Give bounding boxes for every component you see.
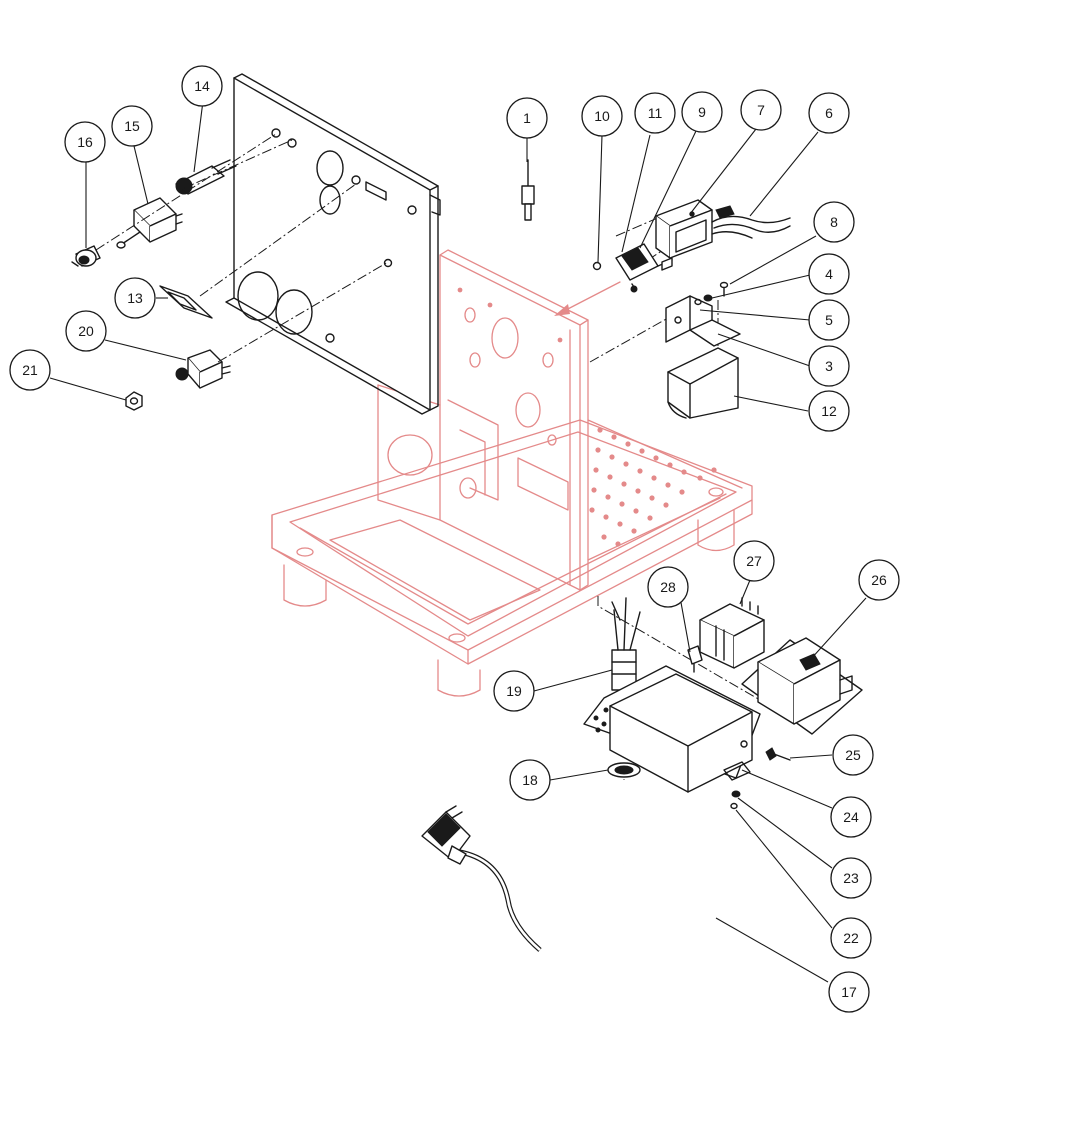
callout-23: 23 [830, 857, 872, 899]
part-cable-gland-19 [611, 597, 641, 691]
part-enclosure-24 [583, 665, 761, 793]
svg-text:27: 27 [746, 553, 762, 569]
part-pin-1 [521, 159, 535, 221]
svg-text:22: 22 [843, 930, 859, 946]
callout-27: 27 [733, 540, 775, 582]
svg-text:24: 24 [843, 809, 859, 825]
part-housing-7 [655, 199, 713, 259]
part-power-cord-17 [421, 779, 719, 960]
tray-perforations [589, 427, 717, 547]
part-cable-6 [711, 205, 791, 239]
part-connector-9 [592, 243, 673, 293]
part-washer-23 [730, 790, 741, 810]
svg-text:5: 5 [825, 312, 833, 328]
callout-7: 7 [740, 89, 782, 131]
callout-8: 8 [813, 201, 855, 243]
callout-11: 11 [634, 92, 676, 134]
svg-text:14: 14 [194, 78, 210, 94]
callout-25: 25 [832, 734, 874, 776]
svg-text:19: 19 [506, 683, 522, 699]
chassis-frame [271, 249, 753, 697]
svg-text:8: 8 [830, 214, 838, 230]
part-microswitch-20 [175, 349, 231, 389]
part-clip-28 [687, 645, 703, 673]
svg-text:21: 21 [22, 362, 38, 378]
part-grommet-18 [607, 762, 641, 778]
callout-12: 12 [808, 390, 850, 432]
part-toggle-switch-15 [116, 197, 183, 249]
callout-22: 22 [830, 917, 872, 959]
callout-26: 26 [858, 559, 900, 601]
svg-text:23: 23 [843, 870, 859, 886]
part-transformer-26 [741, 637, 863, 735]
svg-text:4: 4 [825, 266, 833, 282]
part-screw-25 [765, 747, 791, 761]
callout-13: 13 [114, 277, 156, 319]
callout-19: 19 [493, 670, 535, 712]
leader-lines [49, 100, 867, 983]
callout-14: 14 [181, 65, 223, 107]
callout-21: 21 [9, 349, 51, 391]
part-knob-16 [71, 245, 101, 267]
callout-16: 16 [64, 121, 106, 163]
callout-28: 28 [647, 566, 689, 608]
callout-18: 18 [509, 759, 551, 801]
callout-17: 17 [828, 971, 870, 1013]
svg-text:17: 17 [841, 984, 857, 1000]
part-relay-27 [699, 597, 765, 669]
callout-1: 1 [506, 97, 548, 139]
callout-20: 20 [65, 310, 107, 352]
callout-9: 9 [681, 91, 723, 133]
svg-text:13: 13 [127, 290, 143, 306]
svg-text:18: 18 [522, 772, 538, 788]
svg-text:26: 26 [871, 572, 887, 588]
svg-text:7: 7 [757, 102, 765, 118]
callout-24: 24 [830, 796, 872, 838]
part-bracket-3 [665, 295, 741, 347]
part-cover-12 [667, 347, 739, 419]
callout-10: 10 [581, 95, 623, 137]
callout-6: 6 [808, 92, 850, 134]
insertion-arrow [554, 281, 621, 316]
svg-text:12: 12 [821, 403, 837, 419]
part-nut-21 [125, 391, 143, 411]
svg-text:16: 16 [77, 134, 93, 150]
callout-bubbles: 1 3 4 5 6 7 8 9 10 11 12 13 14 15 16 17 … [9, 65, 900, 1013]
svg-text:11: 11 [648, 105, 663, 121]
callout-4: 4 [808, 253, 850, 295]
callout-5: 5 [808, 299, 850, 341]
svg-text:28: 28 [660, 579, 676, 595]
callout-15: 15 [111, 105, 153, 147]
callout-3: 3 [808, 345, 850, 387]
front-panel [225, 73, 441, 415]
svg-text:6: 6 [825, 105, 833, 121]
svg-text:25: 25 [845, 747, 861, 763]
svg-text:3: 3 [825, 358, 833, 374]
part-lamp-holder-14 [175, 159, 237, 195]
part-bracket-13 [159, 285, 213, 319]
svg-text:20: 20 [78, 323, 94, 339]
svg-text:10: 10 [594, 108, 610, 124]
svg-text:15: 15 [124, 118, 140, 134]
svg-text:9: 9 [698, 104, 706, 120]
svg-text:1: 1 [523, 110, 531, 126]
